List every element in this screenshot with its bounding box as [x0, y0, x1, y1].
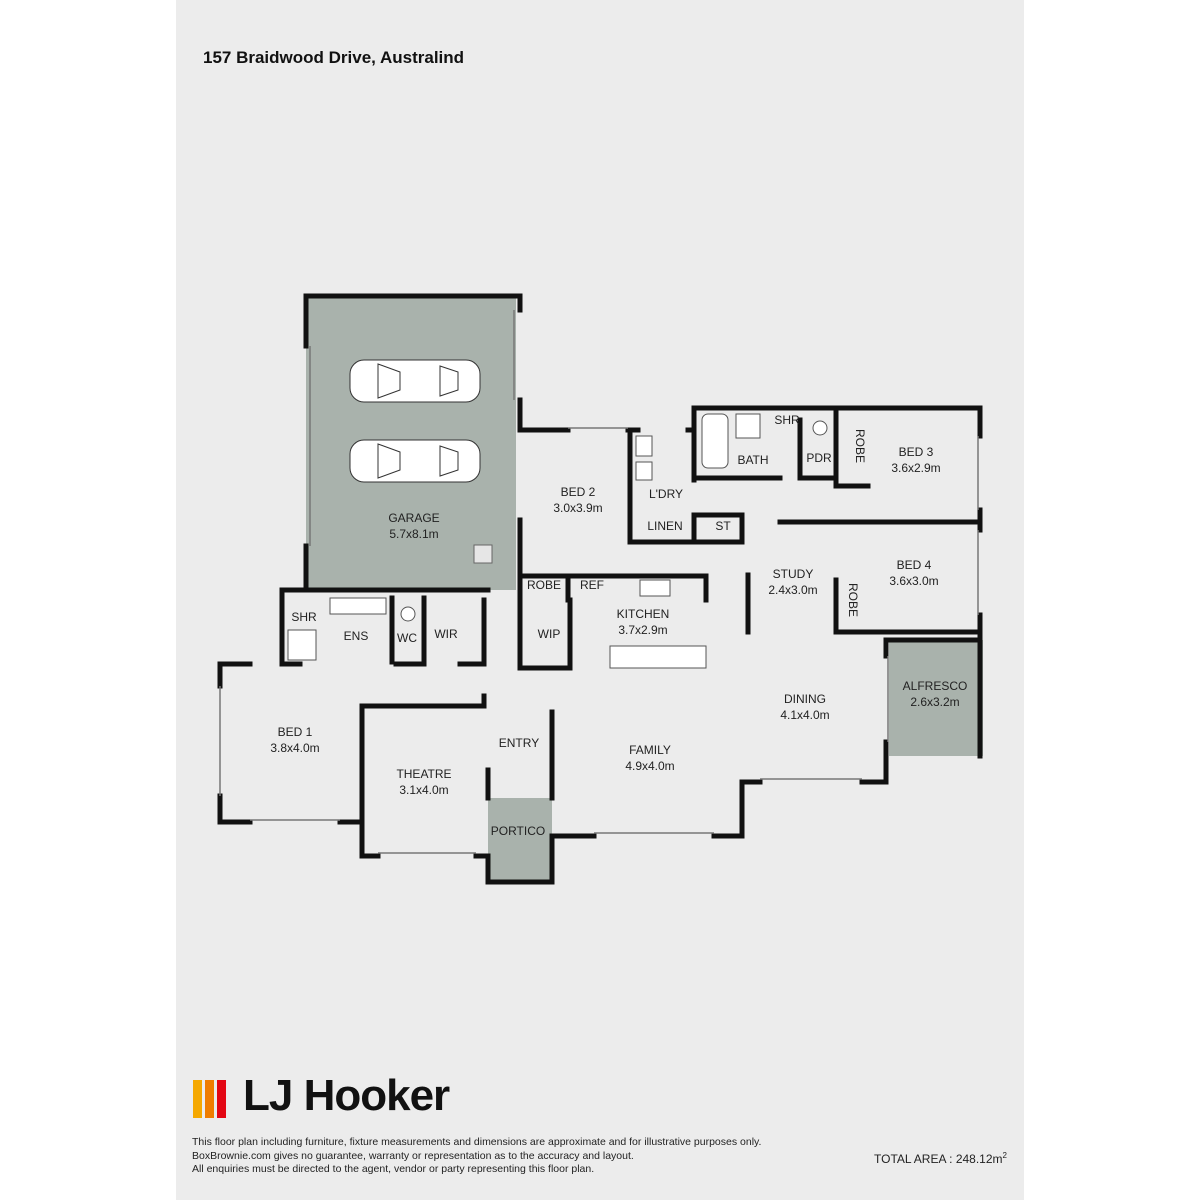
entry-label: ENTRY [499, 736, 539, 750]
kitchen-label: KITCHEN [617, 607, 670, 621]
laundry-label: L'DRY [649, 487, 683, 501]
washer-icon [635, 461, 653, 481]
kitchen-size: 3.7x2.9m [618, 623, 667, 637]
alfresco-size: 2.6x3.2m [910, 695, 959, 709]
garage-label: GARAGE [388, 511, 439, 525]
bed4-label: BED 4 [897, 558, 932, 572]
walls [217, 293, 983, 885]
logo-bar-orange [205, 1080, 214, 1118]
bathtub-icon [701, 413, 729, 469]
pantry-label: WIP [538, 627, 561, 641]
logo-bar-yellow [193, 1080, 202, 1118]
toilet-icon [812, 420, 828, 436]
theatre-label: THEATRE [396, 767, 451, 781]
vanity-icon [735, 413, 761, 439]
ens-shower-label: SHR [291, 610, 317, 624]
garage-storage-box [473, 544, 493, 564]
total-area-value: 248.12m [955, 1152, 1003, 1166]
store-label: ST [715, 519, 731, 533]
fixtures [287, 413, 828, 669]
disclaimer-line: This floor plan including furniture, fix… [192, 1136, 762, 1148]
car-icon [349, 359, 481, 403]
bed1-label: BED 1 [278, 725, 313, 739]
wir-label: WIR [434, 627, 458, 641]
portico-floor [488, 798, 552, 882]
ens-vanity-icon [329, 597, 387, 615]
plan-sheet [176, 0, 1024, 1200]
linen-label: LINEN [647, 519, 682, 533]
kitchen-island [609, 645, 707, 669]
bed3-robe-label: ROBE [853, 429, 867, 463]
theatre-size: 3.1x4.0m [399, 783, 448, 797]
bed1-size: 3.8x4.0m [270, 741, 319, 755]
bath-shower-label: SHR [774, 413, 800, 427]
dining-size: 4.1x4.0m [780, 708, 829, 722]
bed3-label: BED 3 [899, 445, 934, 459]
family-size: 4.9x4.0m [625, 759, 674, 773]
cooktop-icon [639, 579, 671, 597]
portico-label: PORTICO [491, 824, 545, 838]
fridge-label: REF [580, 578, 604, 592]
room-labels: GARAGE 5.7x8.1m BED 2 3.0x3.9m L'DRY LIN… [270, 413, 967, 838]
bed2-robe-label: ROBE [527, 578, 561, 592]
disclaimer: This floor plan including furniture, fix… [192, 1136, 761, 1177]
bed3-size: 3.6x2.9m [891, 461, 940, 475]
family-label: FAMILY [629, 743, 671, 757]
alfresco-floor [889, 640, 983, 756]
bed4-robe-label: ROBE [846, 583, 860, 617]
study-size: 2.4x3.0m [768, 583, 817, 597]
wc-label: WC [397, 631, 417, 645]
dining-label: DINING [784, 692, 826, 706]
total-area-unit: 2 [1002, 1151, 1007, 1160]
windows [219, 310, 979, 854]
bed2-label: BED 2 [561, 485, 596, 499]
shower-icon [287, 629, 317, 661]
brand-name: LJ Hooker [243, 1071, 450, 1120]
alfresco-label: ALFRESCO [903, 679, 968, 693]
ensuite-label: ENS [344, 629, 369, 643]
bed4-size: 3.6x3.0m [889, 574, 938, 588]
garage-size: 5.7x8.1m [389, 527, 438, 541]
powder-label: PDR [806, 451, 832, 465]
laundry-tub-icon [635, 435, 653, 457]
bed2-size: 3.0x3.9m [553, 501, 602, 515]
bath-label: BATH [737, 453, 768, 467]
disclaimer-line: All enquiries must be directed to the ag… [192, 1163, 595, 1175]
car-icon [349, 439, 481, 483]
study-label: STUDY [773, 567, 814, 581]
total-area: TOTAL AREA : 248.12m2 [874, 1151, 1007, 1166]
property-address-title: 157 Braidwood Drive, Australind [203, 48, 465, 67]
disclaimer-line: BoxBrownie.com gives no guarantee, warra… [192, 1149, 634, 1162]
wc-toilet-icon [400, 606, 416, 622]
logo-bar-red [217, 1080, 226, 1118]
total-area-label: TOTAL AREA : [874, 1152, 956, 1166]
